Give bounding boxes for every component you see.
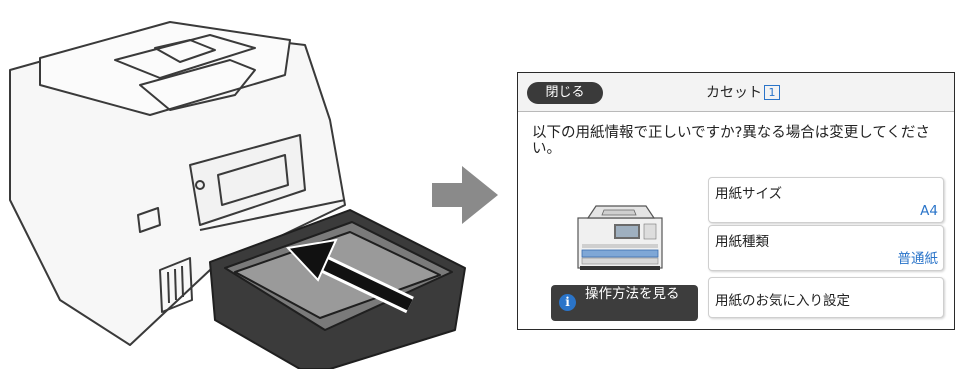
- how-to-label: 操作方法を見る: [585, 286, 680, 302]
- paper-type-field[interactable]: 用紙種類 普通紙: [708, 225, 944, 271]
- paper-type-label: 用紙種類: [715, 234, 769, 250]
- paper-size-field[interactable]: 用紙サイズ A4: [708, 177, 944, 223]
- favorite-paper-settings-button[interactable]: 用紙のお気に入り設定: [708, 277, 944, 318]
- confirmation-message: 以下の用紙情報で正しいですか?異なる場合は変更してください。: [532, 125, 930, 157]
- favorite-paper-settings-label: 用紙のお気に入り設定: [715, 293, 850, 309]
- cassette-number-badge: 1: [764, 85, 780, 100]
- printer-icon: [577, 205, 663, 270]
- how-to-button[interactable]: i 操作方法を見る: [551, 285, 698, 321]
- title-text: カセット: [706, 85, 762, 101]
- paper-type-value: 普通紙: [897, 251, 939, 267]
- paper-size-label: 用紙サイズ: [715, 186, 783, 202]
- close-button[interactable]: 閉じる: [527, 82, 603, 104]
- info-icon: i: [559, 294, 576, 311]
- printer-cassette-illustration: [9, 21, 498, 369]
- paper-size-value: A4: [920, 203, 938, 219]
